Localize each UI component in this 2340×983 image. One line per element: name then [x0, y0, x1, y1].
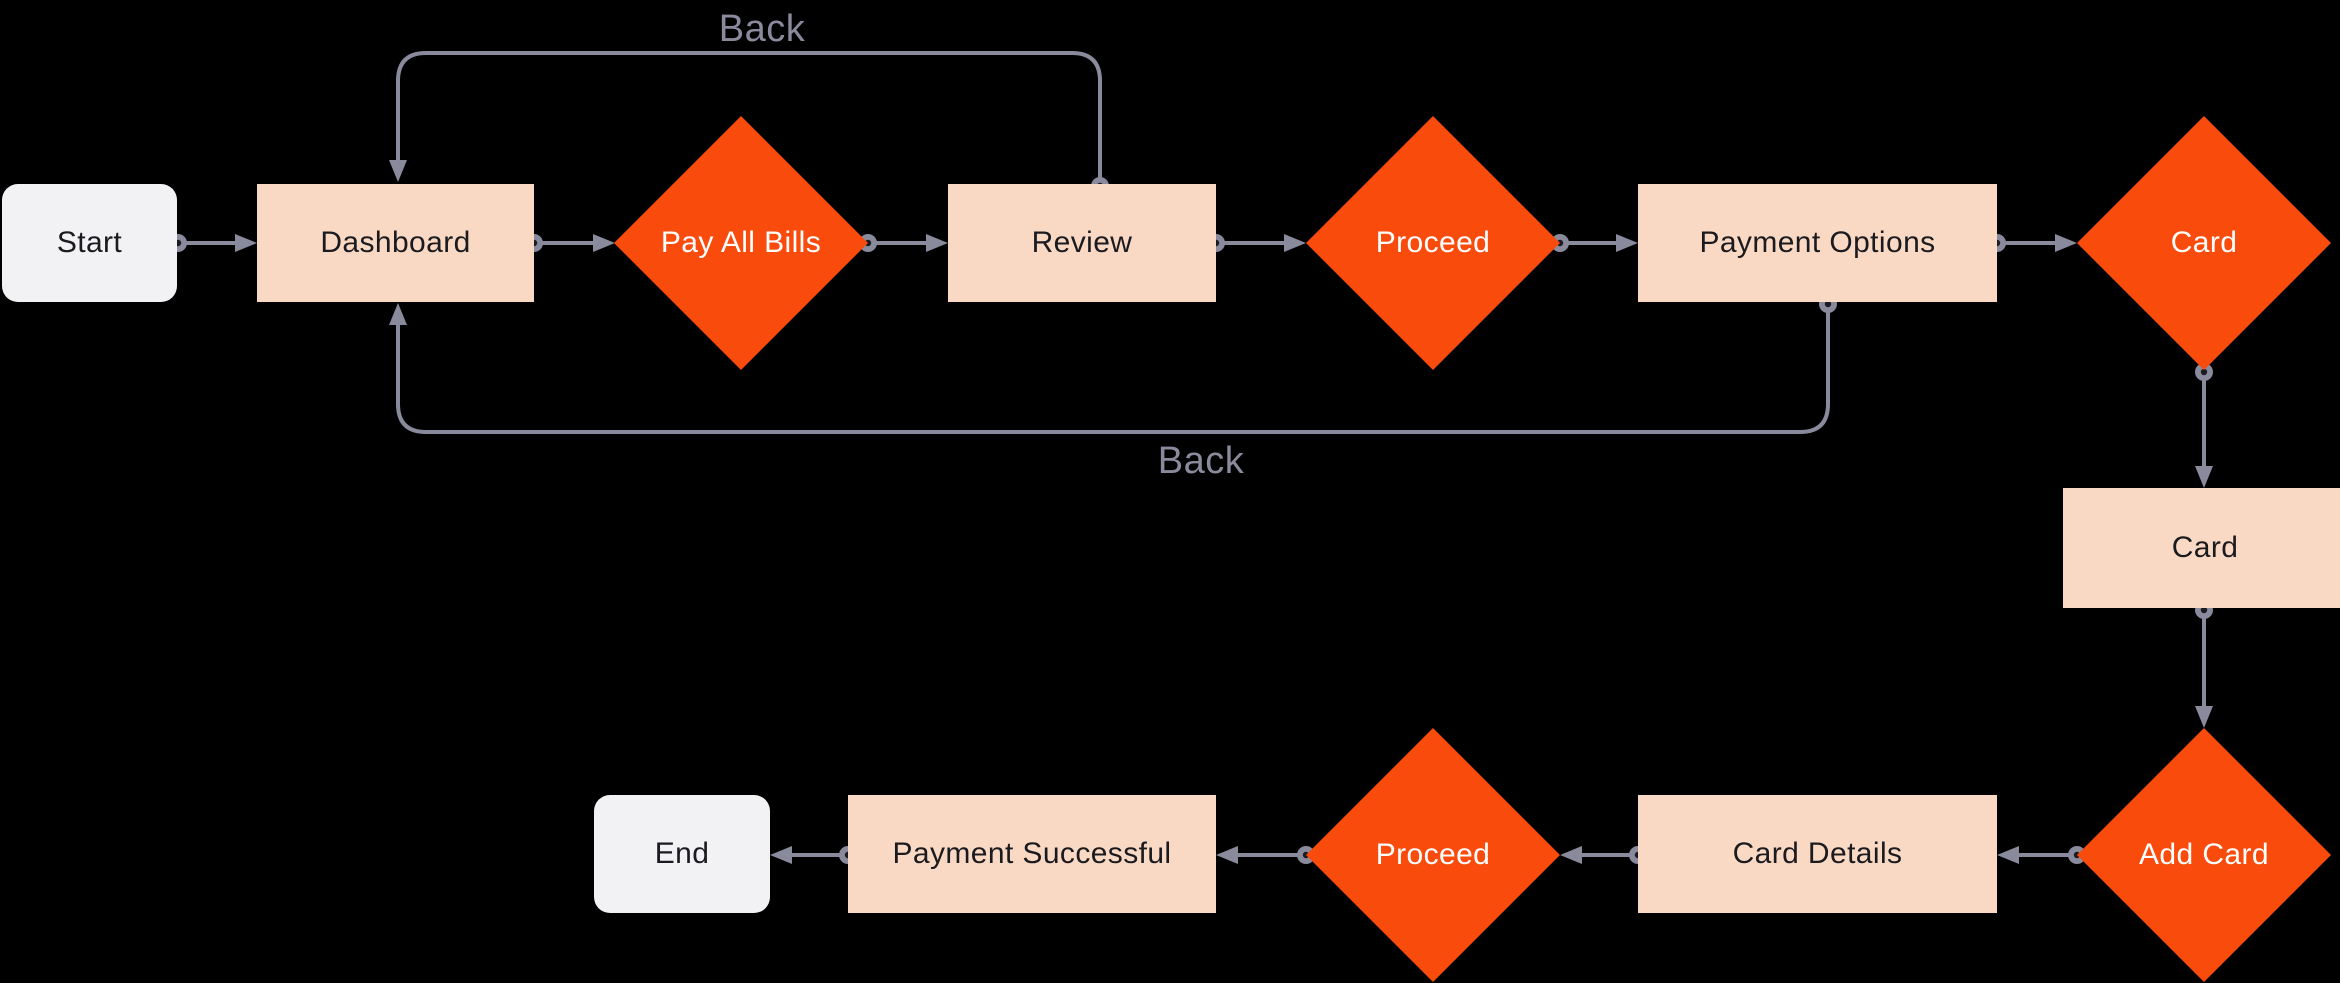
- edge-label-back-top: Back: [718, 8, 806, 50]
- arrowhead: [2195, 706, 2213, 728]
- node-end[interactable]: End: [594, 795, 770, 913]
- node-add-card-label: Add Card: [2139, 838, 2269, 871]
- node-pay-all-bills-label: Pay All Bills: [660, 226, 822, 259]
- edge-carddetails-proceed[interactable]: [1560, 846, 1647, 864]
- node-card-process[interactable]: Card: [2063, 488, 2340, 608]
- arrowhead: [389, 160, 407, 182]
- arrowhead: [1997, 846, 2019, 864]
- edge-carddecision-cardprocess[interactable]: [2195, 363, 2213, 488]
- arrowhead: [2055, 234, 2077, 252]
- arrowhead: [389, 303, 407, 325]
- arrowhead: [593, 234, 615, 252]
- edge-label-back-bottom: Back: [1157, 440, 1245, 482]
- arrowhead: [1284, 234, 1306, 252]
- edge-start-dashboard[interactable]: [169, 234, 257, 252]
- node-review-label: Review: [1031, 226, 1133, 259]
- node-card-details[interactable]: Card Details: [1638, 795, 1997, 913]
- arrowhead: [770, 846, 792, 864]
- arrowhead: [235, 234, 257, 252]
- edge-review-proceed[interactable]: [1207, 234, 1306, 252]
- node-card-process-label: Card: [2171, 531, 2239, 564]
- edge-paymentoptions-dashboard-back[interactable]: [389, 295, 1837, 434]
- edge-proceed-paymentsuccessful[interactable]: [1216, 846, 1315, 864]
- node-dashboard[interactable]: Dashboard: [257, 184, 534, 302]
- node-proceed-bottom-label: Proceed: [1375, 838, 1491, 871]
- node-review[interactable]: Review: [948, 184, 1216, 302]
- arrowhead: [1560, 846, 1582, 864]
- arrowhead: [926, 234, 948, 252]
- arrowhead: [2195, 466, 2213, 488]
- arrowhead: [1616, 234, 1638, 252]
- edge-dashboard-payallbills[interactable]: [525, 234, 615, 252]
- edge-addcard-carddetails[interactable]: [1997, 846, 2086, 864]
- node-dashboard-label: Dashboard: [320, 226, 471, 259]
- edge-paymentoptions-card[interactable]: [1988, 234, 2077, 252]
- node-payment-successful[interactable]: Payment Successful: [848, 795, 1216, 913]
- edge-proceed-paymentoptions[interactable]: [1551, 234, 1638, 252]
- arrowhead: [1216, 846, 1238, 864]
- node-payment-successful-label: Payment Successful: [892, 837, 1172, 870]
- node-end-label: End: [654, 837, 710, 870]
- node-card-details-label: Card Details: [1732, 837, 1903, 870]
- edge-payallbills-review[interactable]: [859, 234, 948, 252]
- node-start[interactable]: Start: [2, 184, 177, 302]
- edge-paymentsuccessful-end[interactable]: [770, 846, 857, 864]
- node-start-label: Start: [56, 226, 123, 259]
- node-card-decision-label: Card: [2170, 226, 2238, 259]
- edge-cardprocess-addcard[interactable]: [2195, 601, 2213, 728]
- node-payment-options[interactable]: Payment Options: [1638, 184, 1997, 302]
- node-payment-options-label: Payment Options: [1699, 226, 1936, 259]
- node-proceed-top-label: Proceed: [1375, 226, 1491, 259]
